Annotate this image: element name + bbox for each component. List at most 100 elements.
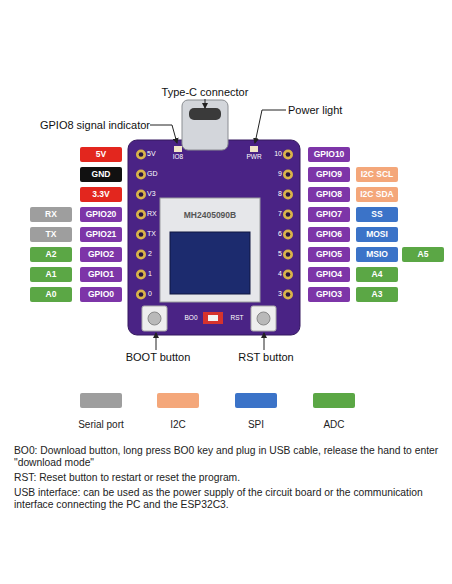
pin-label-text: GPIO2 [88,250,114,259]
pin-label-box: 5V [80,147,122,162]
callout-label: GPIO8 signal indicator [30,119,150,132]
pin-label-text: MOSI [366,230,388,239]
pin-label-box: I2C SCL [356,167,398,182]
hole-center [286,172,291,177]
callout-label: BOOT button [118,351,198,364]
pin-label-text: GPIO6 [316,230,342,239]
silkscreen-pin: 6 [264,230,282,238]
pin-label-text: SS [371,210,382,219]
silkscreen-pin: GD [147,170,161,178]
pin-label-box: GPIO10 [308,147,350,162]
pin-label-text: A3 [372,290,383,299]
hole-center [139,272,144,277]
red-component [203,312,223,324]
pin-label-box: A3 [356,287,398,302]
hole-center [286,152,291,157]
silkscreen-pin: 1 [148,270,160,278]
pin-label-box: GND [80,167,122,182]
hole-center [139,232,144,237]
pin-label-box: GPIO6 [308,227,350,242]
leader-line [150,125,177,143]
silkscreen-label: RST [225,314,249,321]
pin-label-text: GPIO8 [316,190,342,199]
pin-label-text: GPIO9 [316,170,342,179]
pin-hole [283,250,293,260]
pin-label-text: GPIO5 [316,250,342,259]
silkscreen-pin: V3 [147,190,161,198]
leader-line [264,333,265,350]
pin-label-box: GPIO3 [308,287,350,302]
rst-button-cap [257,312,270,325]
pin-hole [283,290,293,300]
pin-label-box: A4 [356,267,398,282]
pin-label-box: MOSI [356,227,398,242]
silkscreen-pin: 2 [148,250,160,258]
pin-label-text: A1 [46,270,57,279]
pin-hole [283,230,293,240]
pin-hole [136,270,146,280]
pin-label-text: GPIO21 [86,230,117,239]
silkscreen-pin: 5 [264,250,282,258]
pin-label-box: GPIO0 [80,287,122,302]
leader-line [156,333,157,350]
note-text: RST: Reset button to restart or reset th… [14,472,442,484]
silkscreen-label: BO0 [180,314,202,321]
pin-label-text: TX [46,230,57,239]
hole-center [286,192,291,197]
pin-label-box: MSIO [356,247,398,262]
pin-label-text: GPIO7 [316,210,342,219]
pin-label-text: GPIO4 [316,270,342,279]
rst-button [251,306,276,331]
pin-label-text: I2C SCL [361,170,394,179]
callout-label: Power light [288,104,368,117]
hole-center [286,252,291,257]
silkscreen-pin: TX [147,230,161,238]
pin-holes-right [283,150,293,300]
pin-label-box: GPIO2 [80,247,122,262]
pin-label-box: GPIO5 [308,247,350,262]
pin-hole [283,210,293,220]
leader-line [255,110,286,143]
hole-center [139,292,144,297]
hole-center [139,192,144,197]
gpio8-led [174,146,182,152]
usb-c-connector [182,100,228,150]
pin-hole [283,190,293,200]
hole-center [139,252,144,257]
hole-center [139,152,144,157]
pin-hole [136,230,146,240]
pcb-board [128,140,300,335]
silkscreen-pin: 7 [264,210,282,218]
pin-label-text: GPIO0 [88,290,114,299]
legend-text: SPI [221,419,291,430]
hole-center [286,212,291,217]
pin-label-text: I2C SDA [360,190,394,199]
silkscreen-pin: 4 [264,270,282,278]
pin-label-text: GPIO3 [316,290,342,299]
pin-label-box: GPIO7 [308,207,350,222]
pin-label-text: 3.3V [92,190,110,199]
pin-hole [136,170,146,180]
oled-frame [160,198,260,302]
silkscreen-pin: RX [147,210,161,218]
pin-label-text: RX [45,210,57,219]
pin-label-box: RX [30,207,72,222]
pin-label-box: GPIO20 [80,207,122,222]
pin-label-box: A5 [402,247,444,262]
silkscreen-pin: 0 [148,290,160,298]
pin-hole [136,210,146,220]
pin-label-box: A1 [30,267,72,282]
pin-label-box: A2 [30,247,72,262]
pin-label-text: GPIO10 [314,150,345,159]
pin-label-text: GPIO1 [88,270,114,279]
hole-center [139,212,144,217]
pin-label-box: I2C SDA [356,187,398,202]
legend-text: Serial port [66,419,136,430]
note-text: BO0: Download button, long press BO0 key… [14,445,442,469]
pin-label-box: GPIO8 [308,187,350,202]
pin-label-box: A0 [30,287,72,302]
pin-label-box: GPIO4 [308,267,350,282]
silkscreen-label: IO8 [166,153,190,160]
silkscreen-pin: 3 [264,290,282,298]
